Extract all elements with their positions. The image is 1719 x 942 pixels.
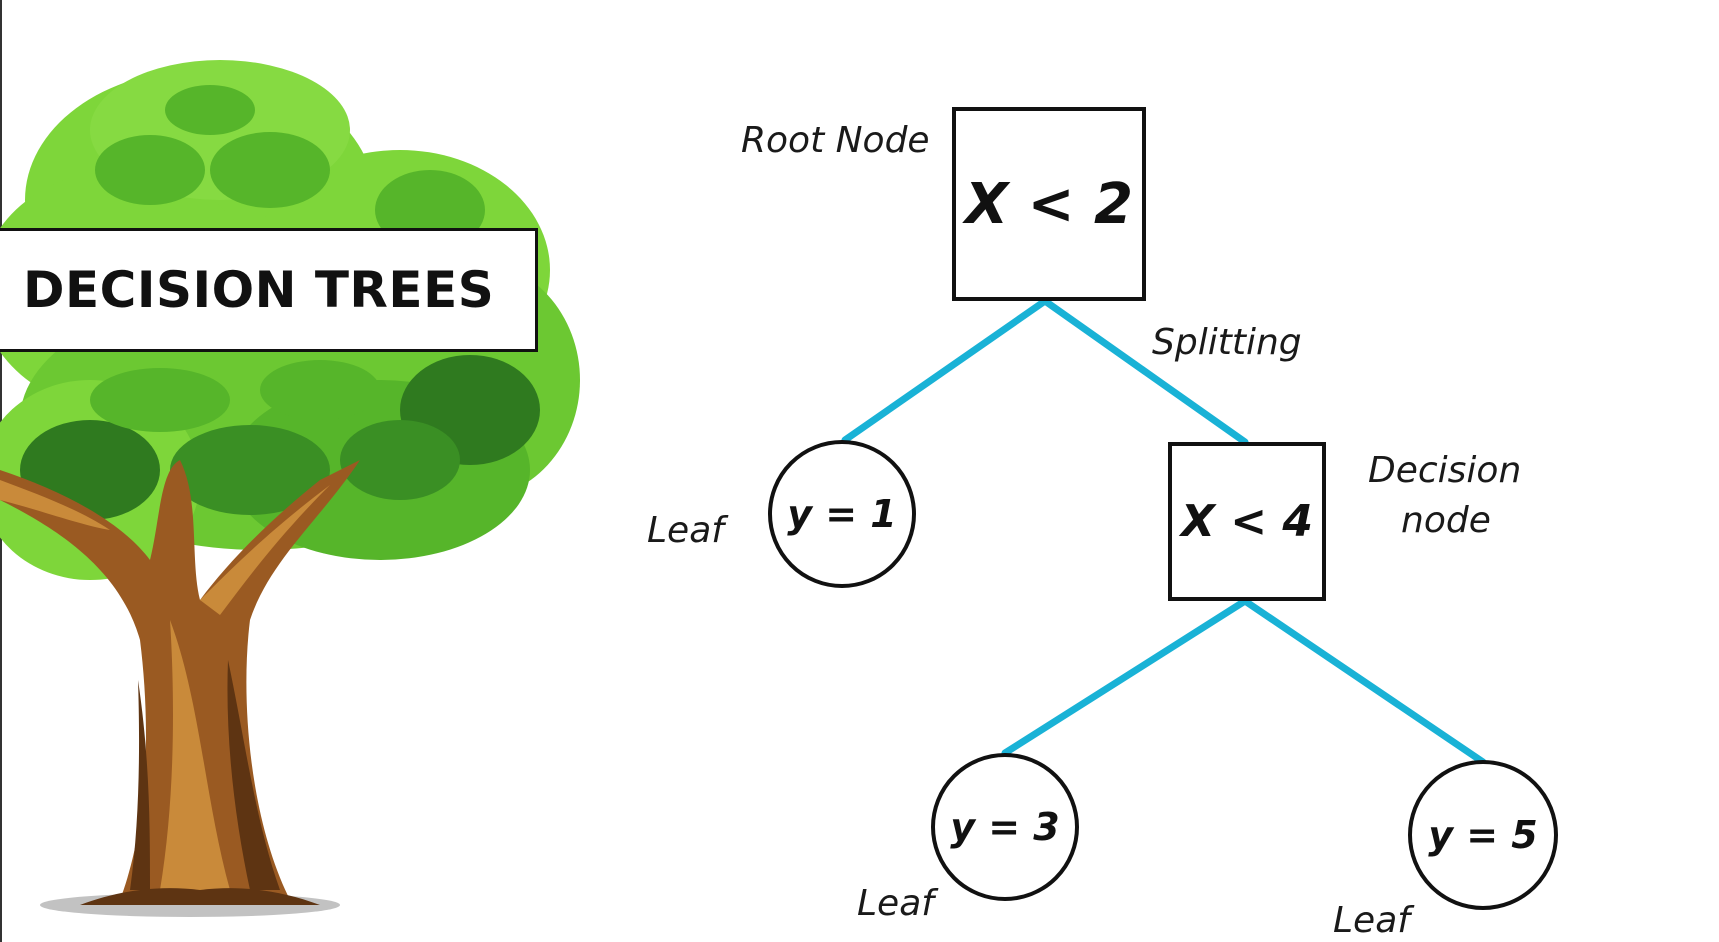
label-root-node: Root Node <box>741 120 930 161</box>
edge-decision-leaf5 <box>1241 597 1487 766</box>
label-leaf-left: Leaf <box>647 510 724 551</box>
leaf-node-3-value: y = 3 <box>950 805 1060 849</box>
leaf-node-5: y = 5 <box>1408 760 1558 910</box>
title-banner: DECISION TREES <box>0 228 538 352</box>
tree-trunk <box>0 460 360 905</box>
label-leaf-bottom-left: Leaf <box>857 883 934 924</box>
root-node: X < 2 <box>952 107 1146 301</box>
leaf-node-1: y = 1 <box>768 440 916 588</box>
leaf-node-1-value: y = 1 <box>787 492 897 536</box>
decision-node: X < 4 <box>1168 442 1326 601</box>
root-node-condition: X < 2 <box>964 171 1134 237</box>
edge-root-decision <box>1041 297 1249 446</box>
page-title: DECISION TREES <box>23 261 495 319</box>
decision-node-condition: X < 4 <box>1180 496 1314 547</box>
label-node: node <box>1401 500 1491 541</box>
label-decision: Decision <box>1368 450 1522 491</box>
edge-decision-leaf3 <box>1001 597 1249 757</box>
leaf-node-3: y = 3 <box>931 753 1079 901</box>
edge-root-leaf1 <box>841 297 1049 444</box>
label-leaf-bottom-right: Leaf <box>1333 900 1410 941</box>
leaf-node-5-value: y = 5 <box>1428 813 1538 857</box>
label-splitting: Splitting <box>1152 322 1302 363</box>
